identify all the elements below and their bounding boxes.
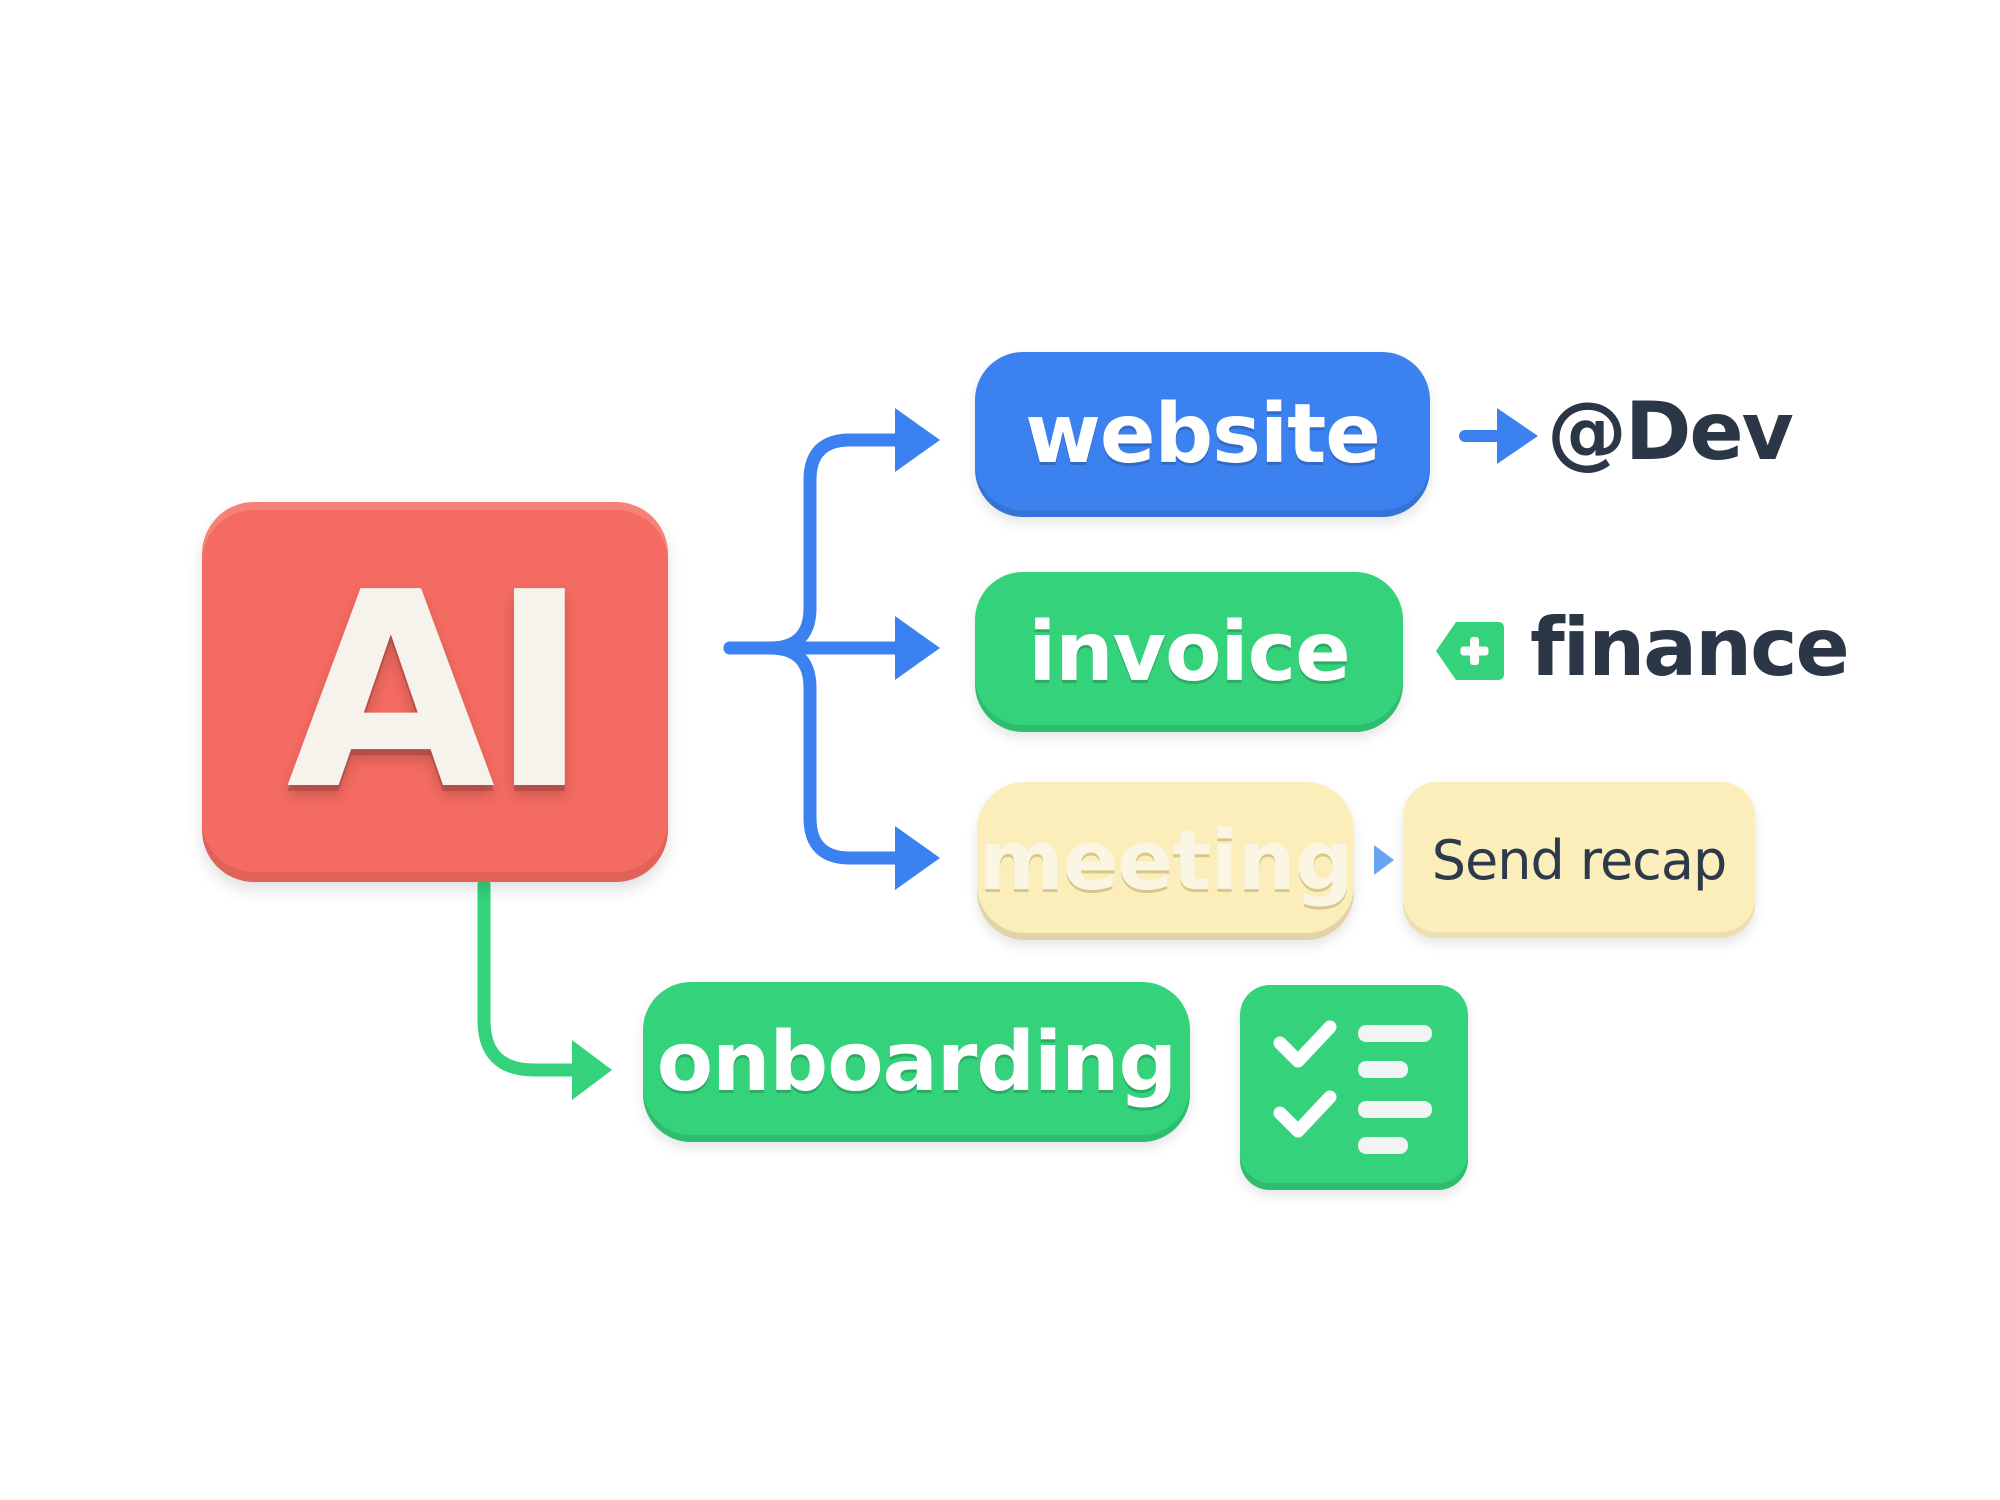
invoice-label: invoice: [1028, 604, 1351, 700]
small-arrow-icon: [1374, 845, 1394, 875]
website-node[interactable]: website: [975, 352, 1430, 517]
ai-label: AI: [286, 534, 589, 849]
ai-node[interactable]: AI: [202, 502, 668, 882]
branch-line-website: [723, 433, 912, 655]
dev-label: @Dev: [1547, 385, 1794, 478]
finance-label: finance: [1530, 601, 1850, 694]
meeting-label: meeting: [978, 813, 1353, 909]
arrowhead-invoice: [895, 616, 940, 680]
onboarding-label: onboarding: [656, 1014, 1177, 1110]
dev-arrowhead: [1497, 408, 1538, 464]
meeting-node[interactable]: meeting: [977, 782, 1354, 940]
arrowhead-meeting: [895, 826, 940, 890]
send-recap-label: Send recap: [1431, 828, 1727, 892]
onboarding-node[interactable]: onboarding: [643, 982, 1190, 1142]
arrowhead-onboarding: [572, 1040, 612, 1100]
branch-line-meeting: [763, 641, 912, 865]
arrowhead-website: [895, 408, 940, 472]
website-label: website: [1025, 387, 1381, 482]
invoice-node[interactable]: invoice: [975, 572, 1403, 732]
tag-plus-icon: [1436, 622, 1504, 680]
checklist-icon: [1240, 985, 1468, 1190]
send-recap-node[interactable]: Send recap: [1403, 782, 1755, 938]
branch-line-onboarding: [477, 878, 587, 1077]
